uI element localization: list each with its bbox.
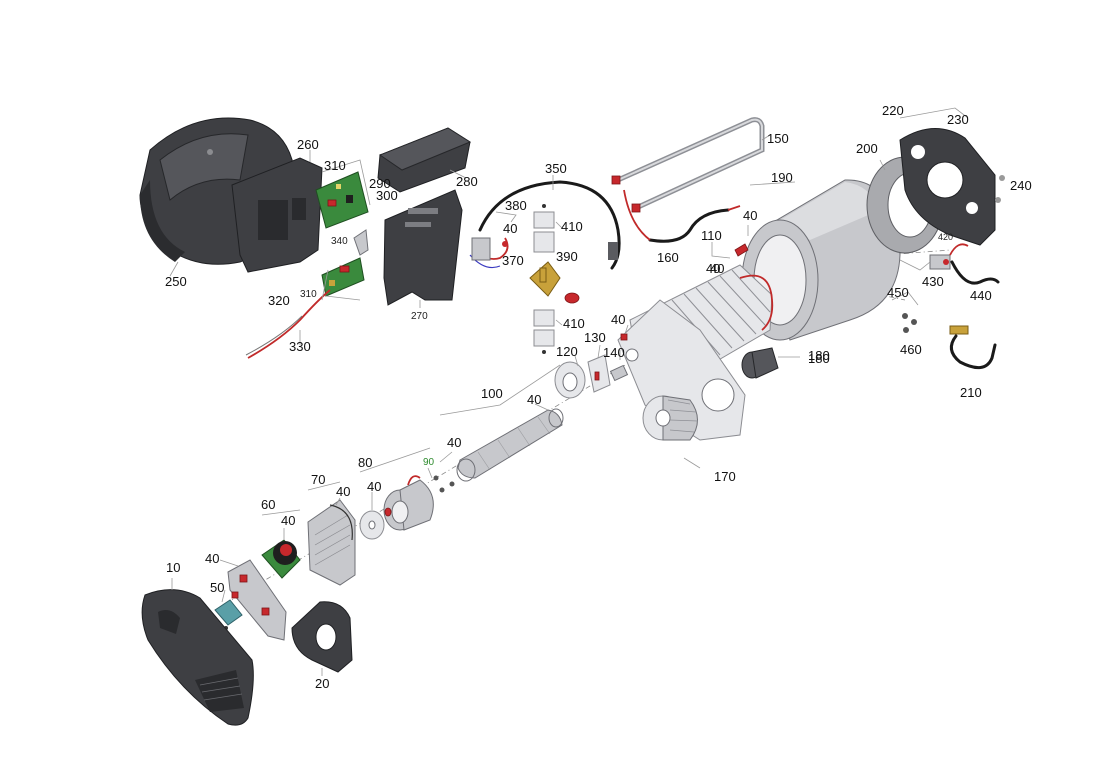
label-270: 270 [411, 311, 428, 322]
label-20: 20 [315, 676, 329, 691]
part-90-screws [433, 475, 455, 493]
label-370: 370 [502, 253, 524, 268]
label-220: 220 [882, 103, 904, 118]
label-40-e: 40 [447, 435, 461, 450]
label-320: 320 [268, 293, 290, 308]
label-60: 60 [261, 497, 275, 512]
part-40-washer [359, 507, 392, 540]
part-70-grille-plate [307, 499, 356, 586]
label-310-a: 310 [324, 158, 346, 173]
label-50: 50 [210, 580, 224, 595]
housing-fins [671, 269, 771, 356]
label-40-g: 40 [611, 312, 625, 327]
label-80: 80 [358, 455, 372, 470]
part-160-heater-cable [623, 189, 741, 243]
label-150: 150 [767, 131, 789, 146]
part-inner-cover-plate [227, 559, 287, 641]
label-200: 200 [856, 141, 878, 156]
leader-lines [169, 107, 969, 676]
label-450: 450 [887, 285, 909, 300]
label-190: 190 [771, 170, 793, 185]
label-410-a: 410 [561, 219, 583, 234]
label-40-b: 40 [281, 513, 295, 528]
part-410-valve-coil-upper [533, 204, 555, 253]
part-260-bracket-panel [231, 157, 323, 273]
part-210-cable [949, 325, 997, 370]
label-110: 110 [701, 228, 722, 243]
label-240: 240 [1010, 178, 1032, 193]
label-90: 90 [423, 457, 435, 468]
part-270-front-panel [383, 189, 463, 306]
part-330-cable [245, 289, 331, 359]
part-10-front-cover [141, 589, 254, 726]
label-340: 340 [331, 236, 348, 247]
label-40-f: 40 [527, 392, 541, 407]
label-170: 170 [714, 469, 736, 484]
part-140-bushing [609, 364, 629, 382]
part-150-heater-rods [611, 117, 765, 213]
part-60-control-board [261, 539, 301, 579]
part-120-seal-ring [554, 361, 586, 399]
label-130: 130 [584, 330, 606, 345]
part-40-red-plug-2 [620, 333, 628, 341]
label-40-d: 40 [367, 479, 381, 494]
part-100-tube [456, 408, 564, 482]
part-180-small-motor [741, 347, 779, 379]
part-410-valve-coil-lower [533, 309, 555, 354]
label-390: 390 [556, 249, 578, 264]
label-280: 280 [456, 174, 478, 189]
part-310-pcb-upper [315, 171, 369, 229]
label-460: 460 [900, 342, 922, 357]
label-40-c: 40 [336, 484, 350, 499]
label-10: 10 [166, 560, 180, 575]
part-390-brass-valve [529, 261, 580, 304]
label-180-a: 180 [808, 348, 830, 363]
part-130-gasket [587, 354, 611, 393]
label-100: 100 [481, 386, 503, 401]
label-230: 230 [947, 112, 969, 127]
label-250: 250 [165, 274, 187, 289]
part-labels: 10 20 40 50 60 40 70 40 80 40 90 40 100 … [165, 103, 1032, 691]
label-70: 70 [311, 472, 325, 487]
label-310-b: 310 [300, 289, 317, 300]
part-320-pcb-lower [321, 257, 365, 297]
label-410-b: 410 [563, 316, 585, 331]
label-160: 160 [657, 250, 679, 265]
label-40-j: 40 [743, 208, 757, 223]
label-140: 140 [603, 345, 625, 360]
label-380: 380 [505, 198, 527, 213]
label-260: 260 [297, 137, 319, 152]
label-40-k: 40 [503, 221, 517, 236]
label-40-a: 40 [205, 551, 219, 566]
label-300: 300 [376, 188, 398, 203]
label-210: 210 [960, 385, 982, 400]
part-170-fan-wheel [642, 395, 699, 441]
label-290: 290 [369, 176, 391, 191]
part-370-sensor [471, 237, 508, 261]
label-430: 430 [922, 274, 944, 289]
label-350: 350 [545, 161, 567, 176]
part-230-end-cap [899, 128, 996, 246]
label-120: 120 [556, 344, 578, 359]
part-80-blower-motor [383, 475, 434, 531]
part-450-fittings [902, 313, 917, 333]
label-40-h: 40 [706, 261, 720, 276]
label-40-i: 40 [710, 261, 724, 276]
part-280-top-cover [377, 127, 472, 193]
part-240-cap-screws [995, 175, 1005, 203]
label-420: 420 [938, 232, 953, 242]
label-330: 330 [289, 339, 311, 354]
label-440: 440 [970, 288, 992, 303]
part-340-clip [353, 229, 369, 256]
label-180-b: 180 [808, 351, 830, 366]
part-20-fan-shroud [291, 601, 353, 673]
